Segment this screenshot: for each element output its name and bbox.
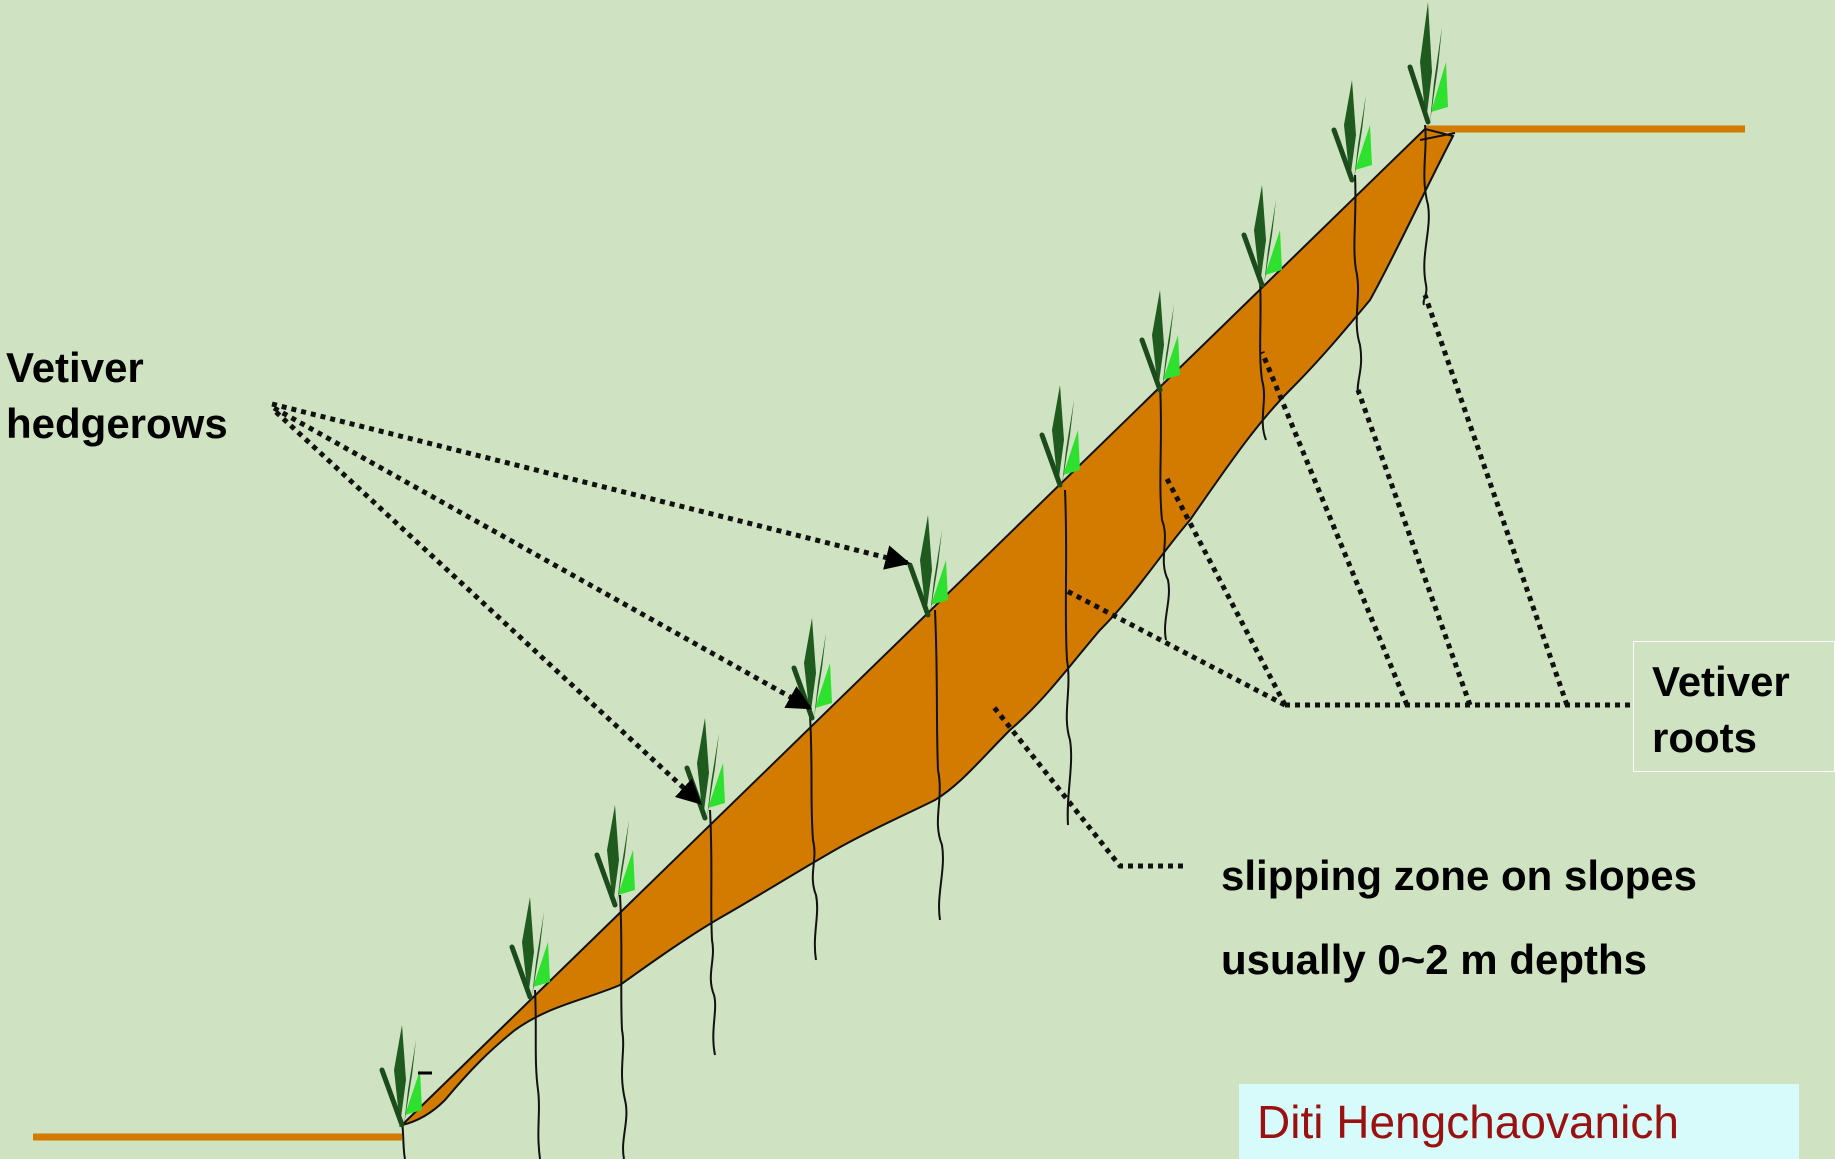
roots-label: Vetiver roots xyxy=(1652,654,1790,766)
hedgerow-leader-lines xyxy=(271,401,911,805)
leader-line xyxy=(1063,587,1287,708)
vetiver-grass-icon xyxy=(684,718,725,821)
root-11b xyxy=(1419,132,1456,141)
leader-line xyxy=(272,405,813,711)
leader-line xyxy=(1355,389,1473,706)
root-3 xyxy=(619,894,628,1159)
root-5 xyxy=(809,714,819,961)
roots-label-line-2: roots xyxy=(1652,714,1757,761)
slipping-zone-label: slipping zone on slopes xyxy=(1221,852,1698,899)
vetiver-grass-icon xyxy=(379,1025,432,1128)
vetiver-roots xyxy=(401,124,1456,1159)
vetiver-grass-icon xyxy=(1241,185,1282,288)
leader-line xyxy=(271,401,911,570)
slipping-zone-leader-line xyxy=(991,704,1183,869)
depth-label: usually 0~2 m depths xyxy=(1221,936,1647,983)
leader-line xyxy=(1162,473,1288,707)
leader-line xyxy=(1422,294,1570,706)
vetiver-grass-icon xyxy=(1407,2,1448,125)
root-4 xyxy=(709,809,717,1056)
credit-text: Diti Hengchaovanich xyxy=(1257,1096,1679,1148)
root-10 xyxy=(1353,174,1363,396)
vetiver-grass-icon xyxy=(594,805,635,908)
slipping-zone-soil xyxy=(398,127,1455,1127)
vetiver-grass-icon xyxy=(907,515,948,618)
root-8 xyxy=(1159,384,1170,641)
root-7 xyxy=(1064,489,1073,826)
ground-lines xyxy=(33,125,1745,1141)
root-leader-lines xyxy=(1063,294,1630,708)
credit-box xyxy=(1239,1084,1799,1159)
vetiver-grass-icon xyxy=(1331,80,1372,183)
leader-line xyxy=(274,410,702,805)
root-9 xyxy=(1259,279,1267,441)
hedgerows-label-line-1: Vetiver xyxy=(6,344,144,391)
vetiver-grass-icon xyxy=(509,897,550,1000)
vetiver-grass-icon xyxy=(1039,385,1080,488)
root-6 xyxy=(934,609,944,921)
vetiver-grass-icon xyxy=(1139,290,1180,393)
hedgerows-label: Vetiver hedgerows xyxy=(6,340,228,452)
roots-label-line-1: Vetiver xyxy=(1652,658,1790,705)
leader-line xyxy=(1259,351,1410,706)
root-2 xyxy=(534,989,541,1159)
hedgerows-label-line-2: hedgerows xyxy=(6,400,228,447)
